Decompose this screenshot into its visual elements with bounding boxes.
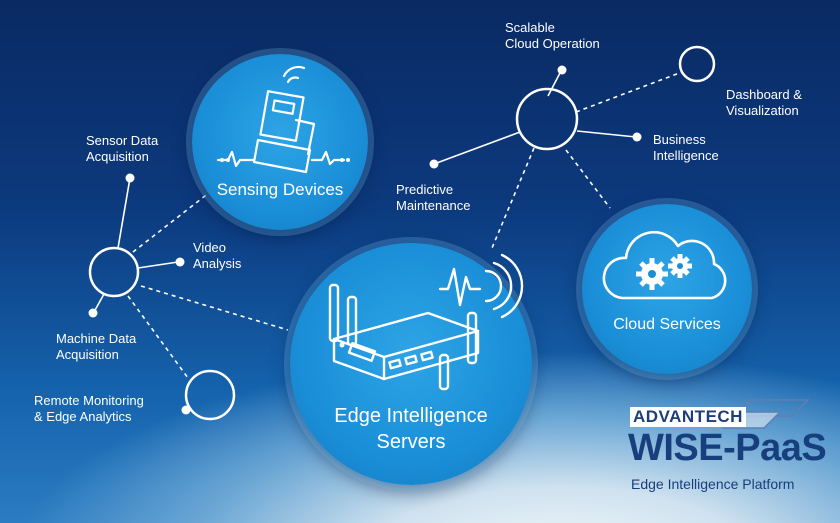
hub-sensing-devices: Sensing Devices	[192, 54, 368, 230]
hub-cloud-services: Cloud Services	[582, 204, 752, 374]
hub-title-line1: Edge Intelligence	[334, 405, 488, 427]
node-ring-dashboard	[678, 45, 716, 83]
node-ring-cloud	[515, 87, 579, 151]
label-scalable-cloud: Scalable Cloud Operation	[505, 20, 600, 51]
hub-title-line2: Servers	[376, 431, 446, 453]
label-business-intelligence: Business Intelligence	[653, 132, 719, 163]
hub-title: Cloud Services	[613, 316, 721, 333]
hub-edge-servers: Edge Intelligence Servers	[290, 243, 532, 485]
label-machine-data: Machine Data Acquisition	[56, 331, 137, 362]
sensor-device-icon	[216, 65, 350, 174]
edge-server-icon	[328, 253, 524, 391]
label-sensor-data: Sensor Data Acquisition	[86, 133, 159, 164]
platform-tagline: Edge Intelligence Platform	[631, 476, 795, 492]
cloud-gears-icon	[602, 230, 727, 300]
label-remote-monitoring: Remote Monitoring & Edge Analytics	[34, 393, 144, 424]
hub-title: Sensing Devices	[216, 180, 344, 199]
advantech-logo: ADVANTECH	[630, 407, 746, 427]
label-dashboard: Dashboard & Visualization	[726, 87, 802, 118]
node-ring-remote	[184, 369, 236, 421]
node-ring-left	[88, 246, 140, 298]
label-predictive-maintenance: Predictive Maintenance	[396, 182, 471, 213]
wise-paas-title: WISE-PaaS	[628, 427, 827, 469]
label-video-analysis: Video Analysis	[193, 240, 242, 271]
